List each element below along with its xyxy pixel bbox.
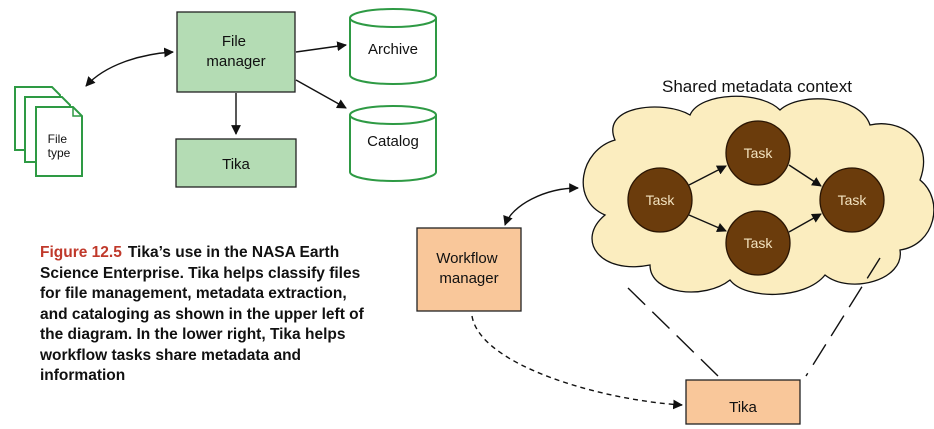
arrow-workflow-manager-to-cloud bbox=[503, 183, 579, 226]
shared-context-title: Shared metadata context bbox=[662, 77, 852, 96]
arrow-file-manager-to-file-type bbox=[85, 47, 174, 87]
tika-label-lower: Tika bbox=[729, 399, 757, 416]
task-node-4 bbox=[819, 167, 885, 233]
catalog-label: Catalog bbox=[367, 133, 419, 150]
file-manager-box bbox=[176, 11, 296, 93]
workflow-manager-line-1: Workflow bbox=[436, 250, 498, 267]
file-type-line-1: File bbox=[48, 132, 68, 146]
arrow-file-manager-to-archive bbox=[295, 41, 347, 53]
workflow-manager-label: Workflow manager bbox=[436, 250, 502, 287]
arrow-task1-to-task2 bbox=[688, 165, 727, 186]
task-node-3 bbox=[725, 210, 791, 276]
file-manager-label: File manager bbox=[206, 33, 265, 70]
archive-database-icon bbox=[349, 8, 437, 85]
stacked-documents-icon bbox=[14, 86, 83, 177]
dashed-line-cloud-to-tika-right bbox=[805, 257, 881, 377]
tika-box-upper bbox=[175, 138, 297, 188]
task-node-2 bbox=[725, 120, 791, 186]
arrow-task2-to-task4 bbox=[788, 164, 822, 187]
task-label-3: Task bbox=[744, 235, 774, 251]
task-label-2: Task bbox=[744, 145, 774, 161]
dashed-line-cloud-to-tika-left bbox=[627, 287, 719, 377]
shared-metadata-cloud bbox=[582, 95, 934, 296]
catalog-database-icon bbox=[349, 105, 437, 182]
figure-number: Figure 12.5 bbox=[40, 244, 122, 261]
task-label-1: Task bbox=[646, 192, 676, 208]
task-nodes bbox=[627, 120, 885, 276]
file-type-label: File type bbox=[48, 132, 71, 160]
arrow-task1-to-task3 bbox=[688, 214, 727, 232]
task-node-1 bbox=[627, 167, 693, 233]
archive-label: Archive bbox=[368, 41, 418, 58]
arrow-task3-to-task4 bbox=[788, 213, 822, 233]
arrow-file-manager-to-catalog bbox=[295, 79, 347, 109]
figure-caption-text: Tika’s use in the NASA Earth Science Ent… bbox=[40, 244, 364, 384]
task-label-4: Task bbox=[838, 192, 868, 208]
file-type-line-2: type bbox=[48, 146, 71, 160]
tika-box-lower bbox=[685, 379, 801, 425]
tika-label-upper: Tika bbox=[222, 156, 250, 173]
workflow-manager-line-2: manager bbox=[439, 270, 498, 287]
workflow-manager-box bbox=[416, 227, 522, 312]
file-manager-line-2: manager bbox=[206, 53, 265, 70]
arrow-workflow-manager-to-tika bbox=[471, 315, 683, 410]
file-manager-line-1: File bbox=[222, 33, 246, 50]
